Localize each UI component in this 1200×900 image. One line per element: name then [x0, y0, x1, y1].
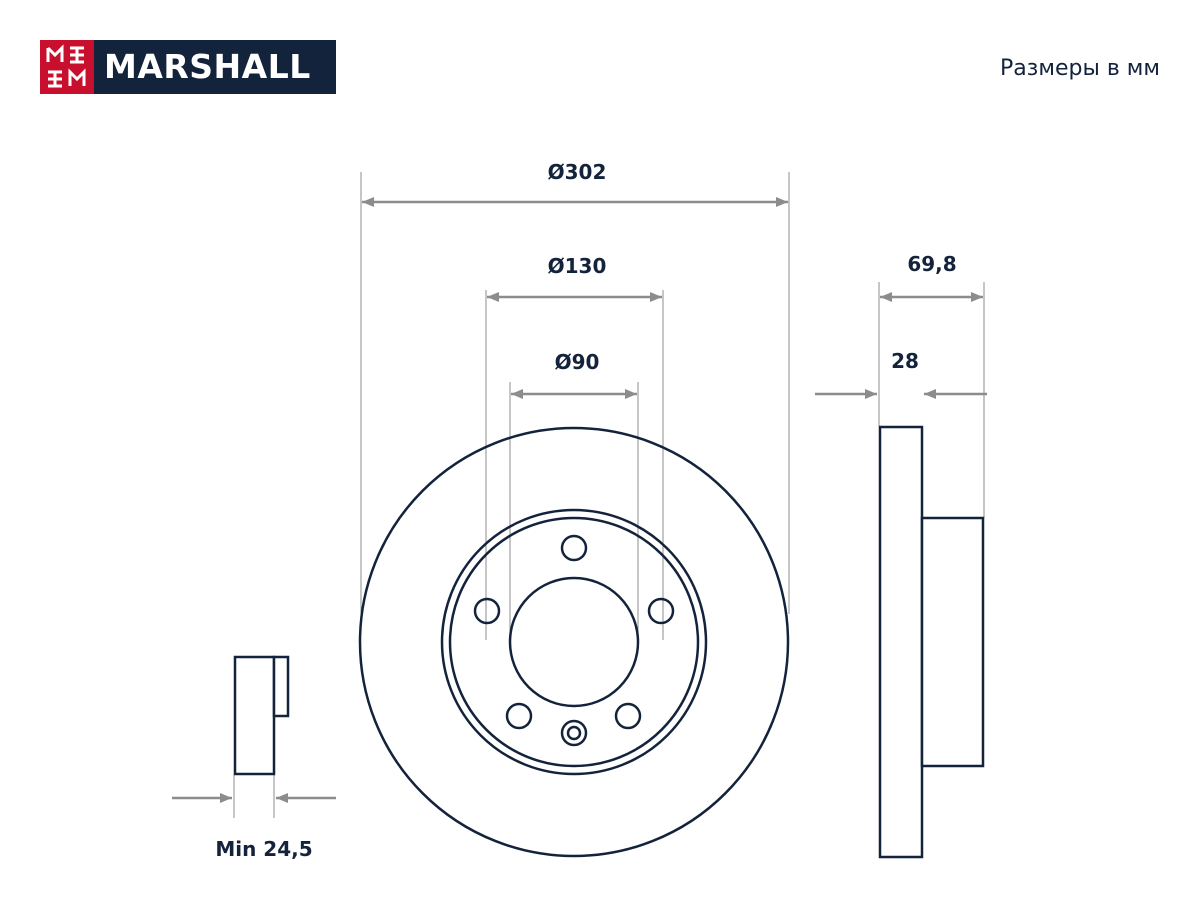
logo-mark-icon: [40, 40, 94, 94]
hat-outer-ring: [440, 508, 708, 776]
bolt-hole: [505, 702, 533, 730]
hat-inner-ring: [448, 516, 700, 768]
disc-front-view: [358, 426, 790, 858]
disc-rotor-section: [878, 425, 924, 859]
brand-name: MARSHALL: [104, 47, 311, 86]
locating-hole-inner: [566, 725, 582, 741]
bolt-hole: [614, 702, 642, 730]
bolt-circle-label: Ø130: [548, 254, 607, 278]
disc-hat-section: [920, 516, 985, 768]
worn-hat-section: [272, 655, 290, 718]
worn-rotor-section: [233, 655, 276, 776]
center-bore: [508, 576, 640, 708]
bolt-hole: [560, 534, 588, 562]
extension-lines: [233, 172, 985, 818]
disc-outer-edge: [358, 426, 790, 858]
bolt-hole: [647, 597, 675, 625]
total-height-label: 69,8: [907, 252, 956, 276]
min-thickness-label: Min 24,5: [215, 837, 312, 861]
dimension-arrows: [172, 197, 987, 803]
center-bore-label: Ø90: [555, 350, 600, 374]
min-thickness-profile: [233, 655, 290, 776]
locating-hole-outer: [560, 719, 588, 747]
outer-diameter-label: Ø302: [548, 160, 607, 184]
units-note: Размеры в мм: [999, 56, 1160, 81]
thickness-label: 28: [891, 349, 919, 373]
bolt-hole: [473, 597, 501, 625]
marshall-logo: MARSHALL: [40, 40, 336, 94]
disc-side-view: [878, 425, 985, 859]
